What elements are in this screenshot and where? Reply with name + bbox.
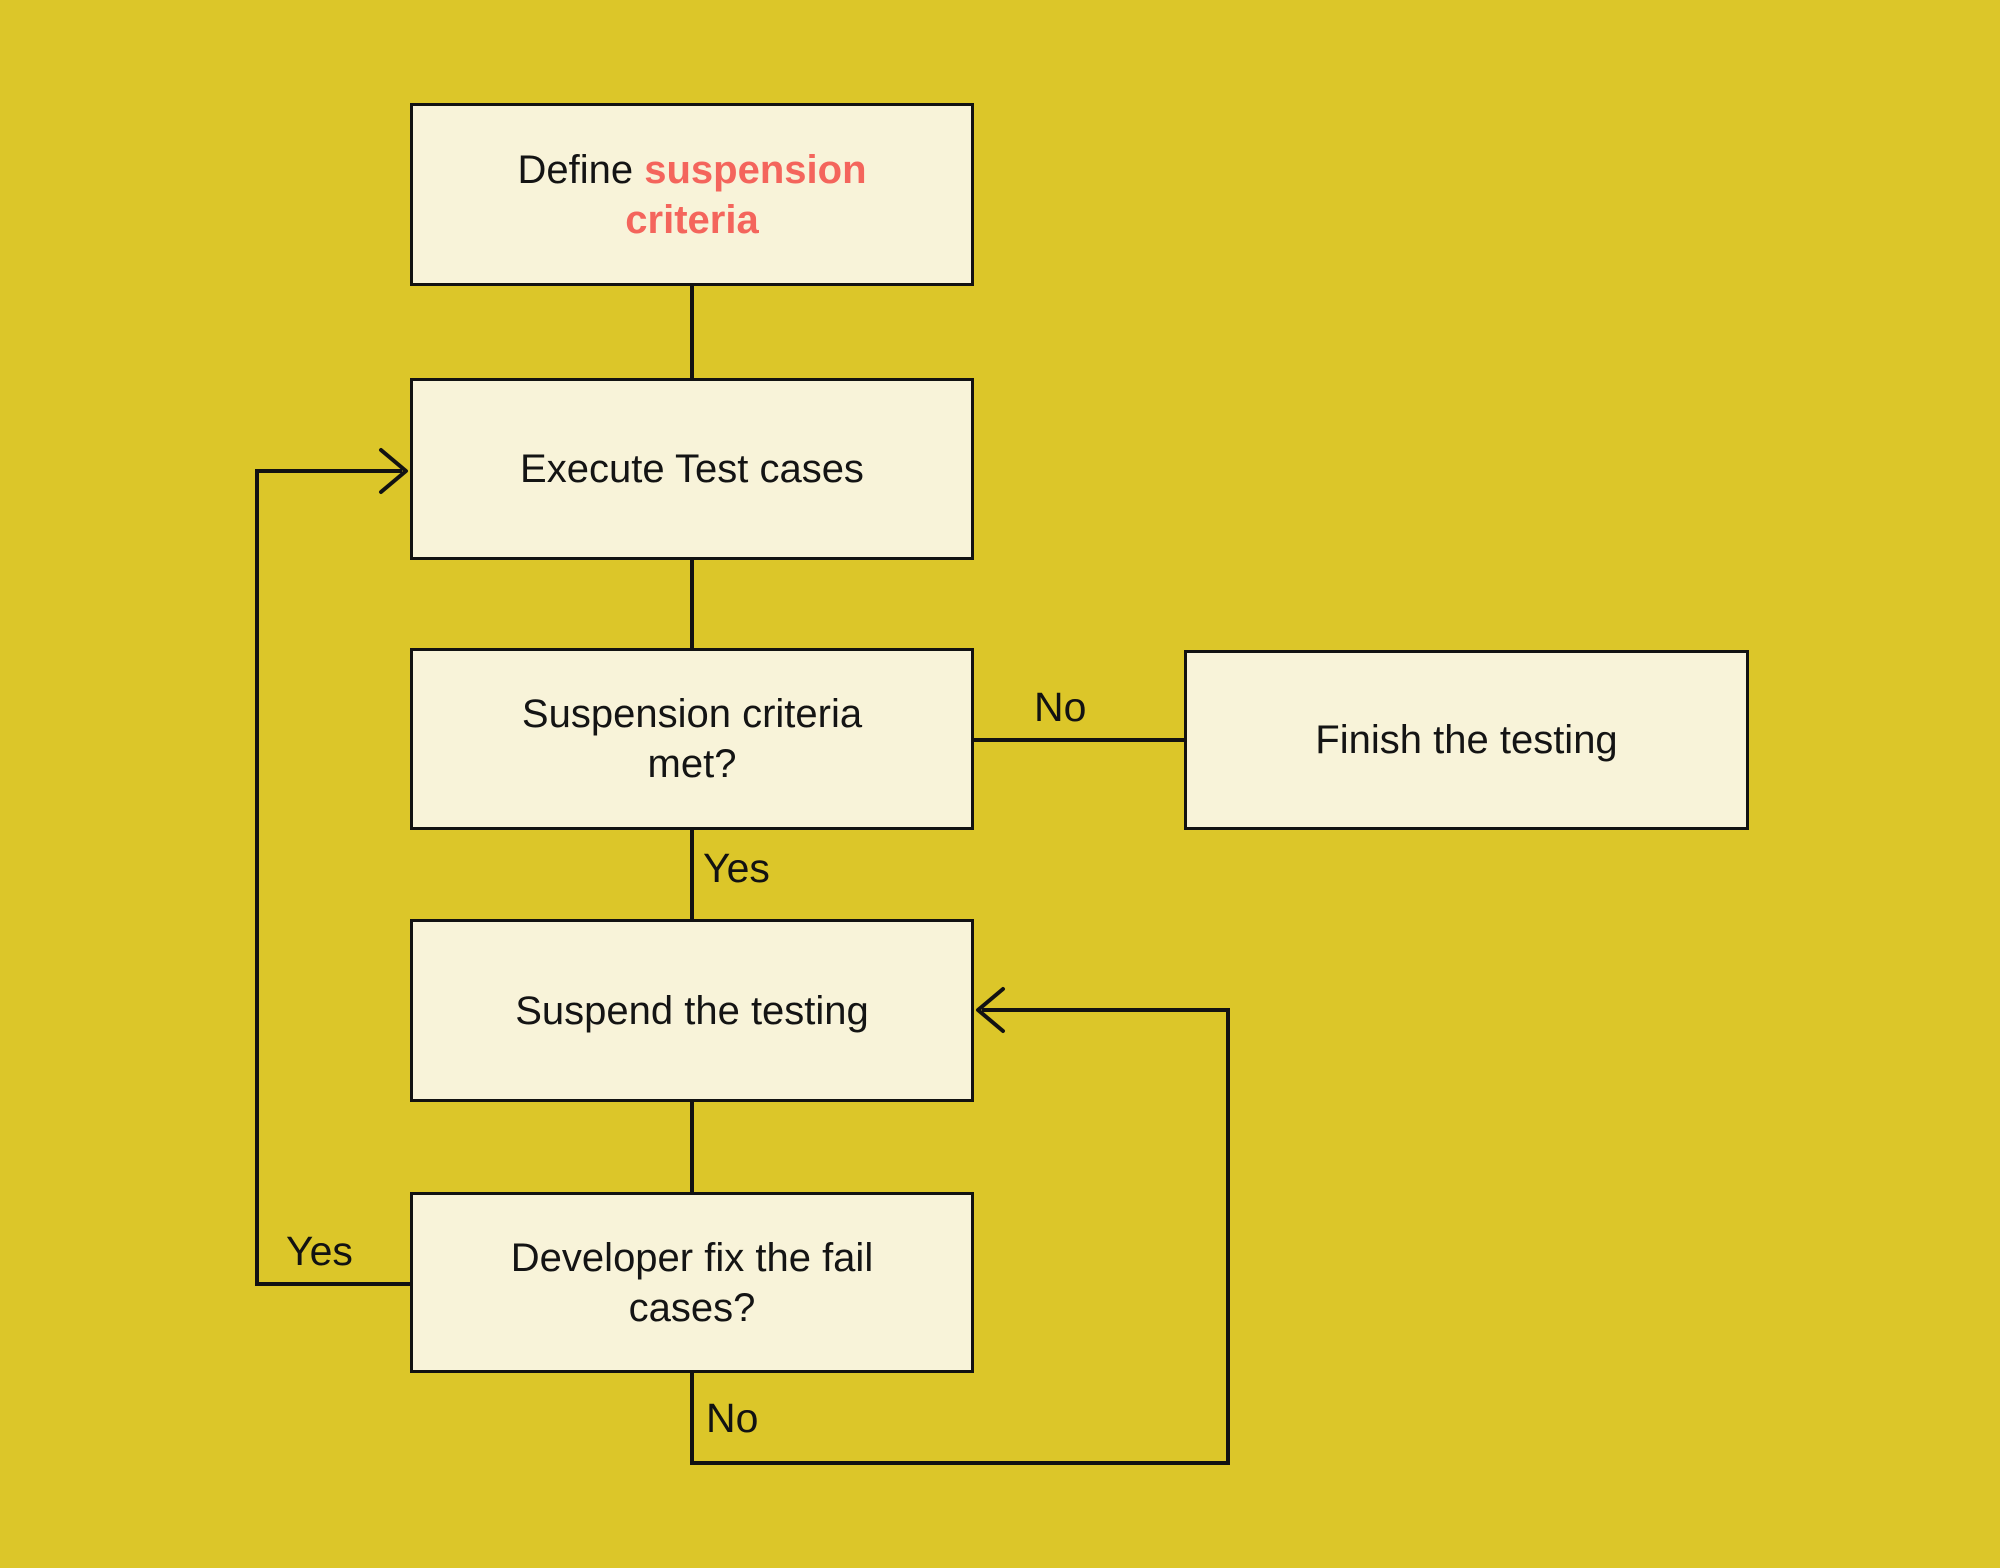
node-suspension-criteria-met: Suspension criteria met? <box>410 648 974 830</box>
arrowhead-into-execute <box>379 448 408 494</box>
node-suspend-the-testing: Suspend the testing <box>410 919 974 1102</box>
node-suspend-label: Suspend the testing <box>515 988 869 1033</box>
node-finish-label: Finish the testing <box>1315 718 1618 762</box>
arrowhead-into-suspend <box>976 987 1005 1033</box>
node-developer-fix-fail-cases: Developer fix the fail cases? <box>410 1192 974 1373</box>
edge-no-loop <box>690 1008 1230 1465</box>
edge-label-yes-to-suspend: Yes <box>703 845 770 891</box>
node-finish-the-testing: Finish the testing <box>1184 650 1749 830</box>
node-execute-test-cases: Execute Test cases <box>410 378 974 560</box>
node-criteria-met-label: Suspension criteria met? <box>521 692 863 786</box>
edge-label-no-to-finish: No <box>1034 684 1087 730</box>
node-execute-label: Execute Test cases <box>520 447 864 491</box>
node-define-suspension-criteria: Define suspension criteria <box>410 103 974 286</box>
edge-label-no-loop: No <box>706 1395 759 1441</box>
edge-label-yes-loop: Yes <box>286 1228 353 1274</box>
node-developer-fix-label: Developer fix the fail cases? <box>510 1235 874 1330</box>
edge-yes-loop <box>255 469 410 1286</box>
node-define-label: Define suspension criteria <box>517 147 867 242</box>
